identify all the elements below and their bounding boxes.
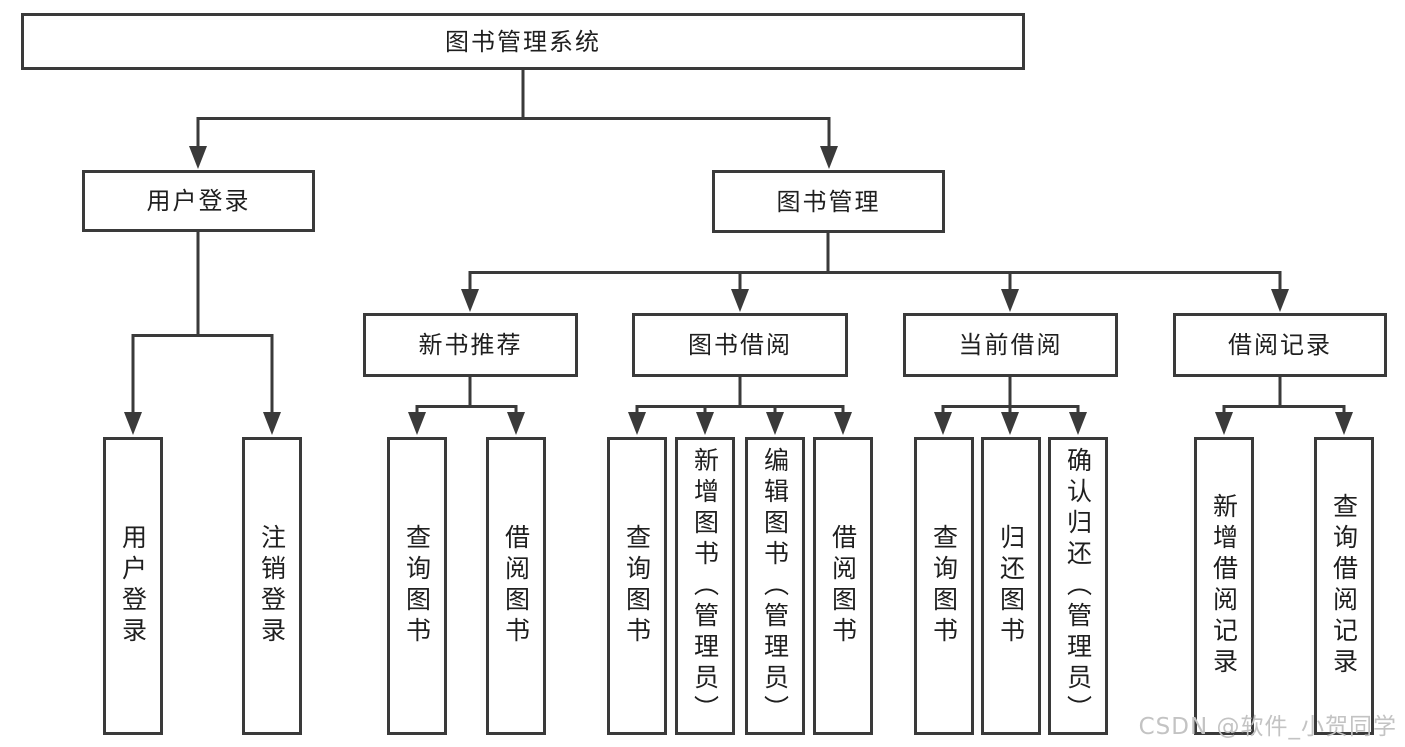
node-query-borrow-record: 查询借阅记录	[1314, 437, 1374, 735]
node-current-borrowing: 当前借阅	[903, 313, 1118, 377]
node-confirm-return-admin: 确认归还（管理员）	[1048, 437, 1108, 735]
node-borrowing-records: 借阅记录	[1173, 313, 1387, 377]
node-borrowing-records-label: 借阅记录	[1228, 331, 1332, 359]
node-book-borrowing-label: 图书借阅	[688, 331, 792, 359]
node-query-borrow-record-label: 查询借阅记录	[1329, 493, 1359, 679]
node-borrow-books-recommend-label: 借阅图书	[501, 524, 531, 648]
node-root: 图书管理系统	[21, 13, 1025, 70]
node-add-book-admin: 新增图书（管理员）	[675, 437, 735, 735]
node-query-books-borrowing: 查询图书	[607, 437, 667, 735]
node-query-books-recommend: 查询图书	[387, 437, 447, 735]
node-borrow-books-leaf: 借阅图书	[813, 437, 873, 735]
node-user-login-leaf: 用户登录	[103, 437, 163, 735]
node-add-borrow-record: 新增借阅记录	[1194, 437, 1254, 735]
node-borrow-books-leaf-label: 借阅图书	[828, 524, 858, 648]
node-root-label: 图书管理系统	[445, 27, 601, 56]
node-user-login: 用户登录	[82, 170, 315, 232]
node-add-borrow-record-label: 新增借阅记录	[1209, 493, 1239, 679]
node-edit-book-admin-label: 编辑图书（管理员）	[760, 446, 790, 726]
node-logout: 注销登录	[242, 437, 302, 735]
node-new-book-recommend-label: 新书推荐	[418, 331, 523, 359]
node-query-books-current-label: 查询图书	[929, 524, 959, 648]
node-query-books-borrowing-label: 查询图书	[622, 524, 652, 648]
node-new-book-recommend: 新书推荐	[363, 313, 578, 377]
node-user-login-label: 用户登录	[146, 187, 251, 215]
node-current-borrowing-label: 当前借阅	[958, 331, 1063, 359]
node-borrow-books-recommend: 借阅图书	[486, 437, 546, 735]
node-query-books-recommend-label: 查询图书	[402, 524, 432, 648]
node-query-books-current: 查询图书	[914, 437, 974, 735]
node-return-book: 归还图书	[981, 437, 1041, 735]
node-user-login-leaf-label: 用户登录	[118, 524, 148, 648]
node-add-book-admin-label: 新增图书（管理员）	[690, 446, 720, 726]
node-logout-label: 注销登录	[257, 524, 287, 648]
node-book-management: 图书管理	[712, 170, 945, 233]
node-return-book-label: 归还图书	[996, 524, 1026, 648]
node-confirm-return-admin-label: 确认归还（管理员）	[1063, 446, 1093, 726]
node-book-borrowing: 图书借阅	[632, 313, 848, 377]
node-edit-book-admin: 编辑图书（管理员）	[745, 437, 805, 735]
node-book-management-label: 图书管理	[776, 187, 881, 216]
